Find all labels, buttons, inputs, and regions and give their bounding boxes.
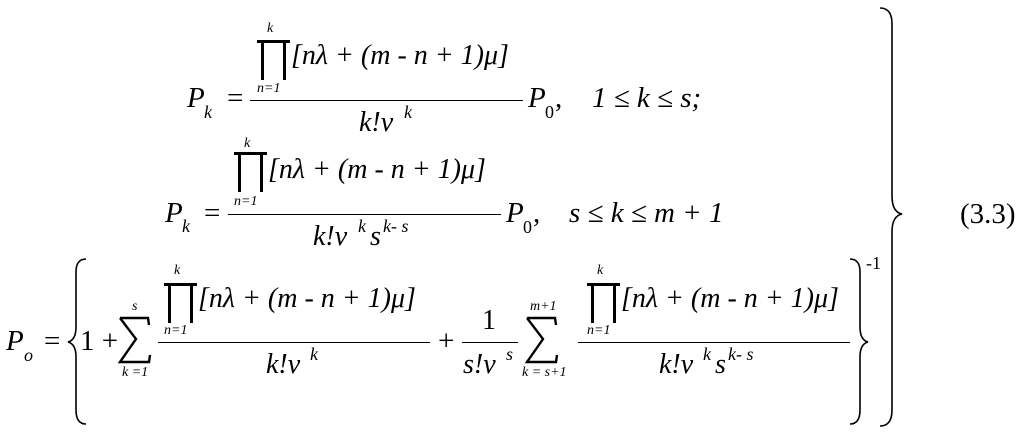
- product-symbol-4-left: [591, 283, 594, 323]
- sum2-upper: m+1: [530, 299, 557, 314]
- frac-denominator: s!ν: [463, 349, 496, 380]
- line1-equals: =: [227, 82, 244, 114]
- line1-den-sup: k: [404, 102, 412, 122]
- line3-lhs: P: [6, 325, 24, 357]
- line1-condition: 1 ≤ k ≤ s;: [592, 82, 702, 114]
- product-symbol-1-left: [261, 40, 264, 80]
- line3-den2-sup2: k- s: [728, 344, 754, 364]
- prod2-upper: k: [597, 263, 604, 278]
- product-symbols: [164, 40, 620, 323]
- line3-equals: =: [44, 325, 61, 357]
- product-symbol-3: [164, 283, 197, 286]
- line3-den2-sup1: k: [703, 344, 711, 364]
- small-fraction-bar: [462, 342, 518, 344]
- line2-fraction-bar: [228, 214, 501, 216]
- line3-fraction-bar1: [158, 342, 430, 344]
- line2-tail: P: [506, 197, 524, 229]
- sum1-lower: k =1: [122, 365, 149, 380]
- line1-comma: ,: [555, 82, 563, 114]
- line2-numerator: [nλ + (m - n + 1)μ]: [268, 154, 486, 185]
- line3-exponent: -1: [866, 253, 881, 273]
- line1-tail-sub: 0: [545, 102, 554, 122]
- line2-prod-upper: k: [244, 136, 251, 151]
- prod1-lower: n=1: [164, 323, 188, 338]
- summation-symbol-2: [524, 316, 559, 364]
- product-symbol-3-right: [190, 283, 193, 323]
- line2-comma: ,: [533, 197, 541, 229]
- line3-numerator1: [nλ + (m - n + 1)μ]: [198, 283, 416, 314]
- product-symbol-2-left: [238, 152, 241, 192]
- frac-den-sup: s: [506, 344, 514, 364]
- line1-prod-lower: n=1: [257, 81, 281, 96]
- prod2-lower: n=1: [587, 323, 611, 338]
- line2-den-s: s: [370, 221, 381, 252]
- product-symbol-1-right: [283, 40, 286, 80]
- product-symbol-3-left: [168, 283, 171, 323]
- line3-fraction-bar2: [578, 342, 850, 344]
- line3-denominator2: k!ν: [659, 349, 694, 380]
- group-right-brace: [879, 7, 903, 427]
- product-symbol-4: [587, 283, 620, 286]
- line3-den2-s: s: [715, 349, 726, 380]
- line1-fraction-bar: [250, 100, 523, 102]
- summation-symbol-1: [117, 316, 152, 364]
- line1-denominator: k!ν: [359, 107, 394, 138]
- line3-denominator1: k!ν: [266, 349, 301, 380]
- line2-lhs-sub: k: [182, 216, 190, 236]
- line3-lhs-sub: o: [24, 345, 33, 365]
- prod1-upper: k: [174, 263, 181, 278]
- line1-lhs: P: [187, 82, 205, 114]
- line2-den-sup1: k: [358, 216, 366, 236]
- product-symbol-2: [234, 152, 267, 155]
- right-brace-inner: [849, 258, 869, 425]
- line2-condition: s ≤ k ≤ m + 1: [569, 197, 724, 229]
- sum1-upper: s: [132, 299, 138, 314]
- line3-plus: +: [438, 325, 455, 357]
- product-symbol-1: [257, 40, 290, 43]
- line3-one-plus: 1 +: [80, 325, 119, 357]
- line1-numerator: [nλ + (m - n + 1)μ]: [291, 40, 509, 71]
- line2-prod-lower: n=1: [234, 194, 258, 209]
- line1-prod-upper: k: [267, 21, 274, 36]
- line3-den1-sup: k: [310, 344, 318, 364]
- product-symbol-2-right: [260, 152, 263, 192]
- product-symbol-4-right: [613, 283, 616, 323]
- line2-den-sup2: k- s: [383, 216, 409, 236]
- sum2-lower: k = s+1: [522, 365, 567, 380]
- line2-denominator: k!ν: [313, 221, 348, 252]
- line1-lhs-sub: k: [204, 102, 212, 122]
- left-brace: [67, 258, 87, 425]
- equation-number: (3.3): [960, 198, 1016, 230]
- line2-tail-sub: 0: [523, 217, 532, 237]
- frac-numerator: 1: [482, 305, 496, 336]
- line2-equals: =: [204, 197, 221, 229]
- line3-numerator2: [nλ + (m - n + 1)μ]: [621, 283, 839, 314]
- line1-tail: P: [528, 82, 546, 114]
- line2-lhs: P: [165, 197, 183, 229]
